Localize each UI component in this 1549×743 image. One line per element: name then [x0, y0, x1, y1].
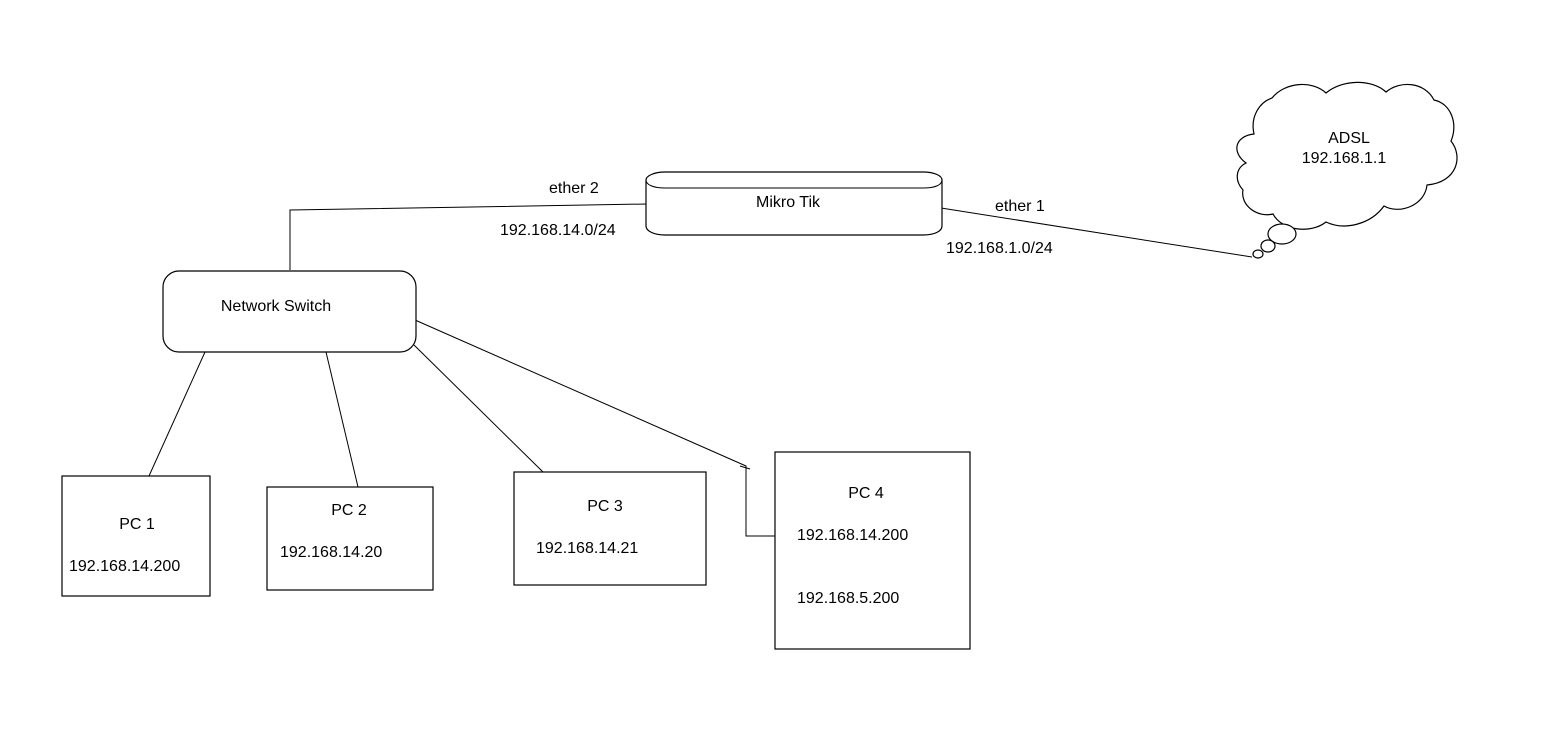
pc3-box [513, 471, 707, 586]
link-switch-pc1 [148, 351, 206, 477]
link-switch-pc4-tick [739, 465, 751, 470]
ether2-port-label: ether 2 [549, 180, 599, 197]
pc4-ip-secondary: 192.168.5.200 [797, 590, 899, 607]
pc1-box [61, 475, 211, 597]
switch-label: Network Switch [221, 298, 331, 315]
link-switch-router [289, 203, 648, 270]
pc4-box [774, 451, 971, 650]
cloud-tail-bubble-medium [1260, 239, 1276, 253]
ether2-network-label: 192.168.14.0/24 [500, 222, 616, 239]
pc3-label: PC 3 [587, 498, 623, 515]
router-top-rim [645, 179, 943, 189]
pc3-ip: 192.168.14.21 [536, 540, 638, 557]
pc4-ip-primary: 192.168.14.200 [797, 527, 908, 544]
cloud-tail-bubble-small [1252, 249, 1264, 259]
pc3-node: PC 3 192.168.14.21 [513, 471, 707, 586]
connections [148, 203, 1253, 537]
link-switch-pc2 [325, 351, 359, 488]
cloud-icon [1236, 81, 1458, 230]
adsl-node: ADSL 192.168.1.1 [1236, 81, 1458, 259]
switch-shape [162, 270, 417, 353]
ether1-network-label: 192.168.1.0/24 [946, 240, 1053, 257]
pc2-ip: 192.168.14.20 [280, 544, 382, 561]
adsl-ip: 192.168.1.1 [1302, 150, 1387, 167]
pc4-label: PC 4 [848, 485, 884, 502]
switch-node: Network Switch [162, 270, 417, 353]
ether1-port-label: ether 1 [995, 198, 1045, 215]
pc2-box [266, 486, 434, 591]
pc1-node: PC 1 192.168.14.200 [61, 475, 211, 597]
pc1-ip: 192.168.14.200 [69, 558, 180, 575]
router-label: Mikro Tik [756, 194, 821, 211]
pc4-node: PC 4 192.168.14.200 192.168.5.200 [774, 451, 971, 650]
router-node: Mikro Tik [645, 171, 943, 236]
link-switch-pc4 [414, 319, 775, 537]
link-switch-pc3 [413, 344, 544, 473]
pc2-label: PC 2 [331, 502, 367, 519]
cloud-tail-bubble-large [1267, 223, 1297, 245]
link-labels: ether 2 192.168.14.0/24 ether 1 192.168.… [500, 180, 1053, 257]
pc1-label: PC 1 [119, 516, 155, 533]
link-router-adsl [940, 207, 1253, 258]
pc2-node: PC 2 192.168.14.20 [266, 486, 434, 591]
adsl-label: ADSL [1328, 130, 1370, 147]
